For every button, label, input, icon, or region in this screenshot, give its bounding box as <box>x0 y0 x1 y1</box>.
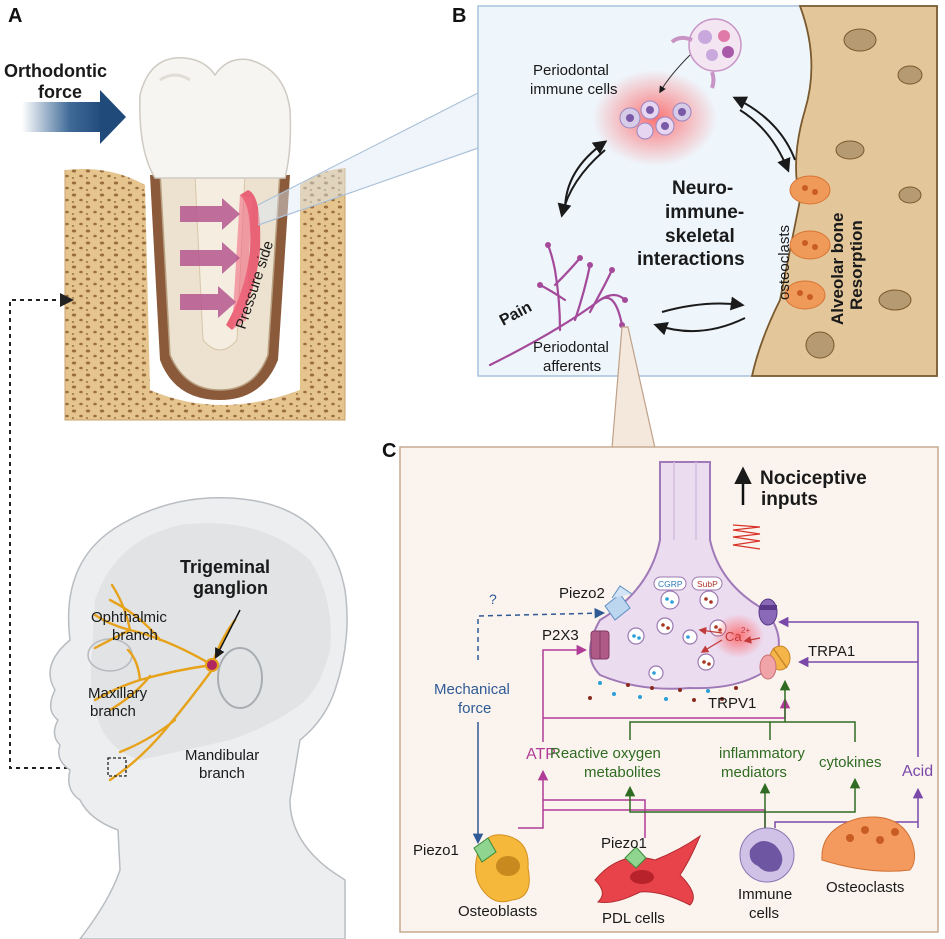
p2x3-label: P2X3 <box>542 627 579 644</box>
trpa1-label: TRPA1 <box>808 643 855 660</box>
blood-vessel-cells <box>659 18 742 94</box>
atp-label: ATP <box>526 746 556 763</box>
center-label-line3: skeletal <box>665 226 735 247</box>
mandibular-zoom-box <box>107 757 127 777</box>
ganglion-label-line1: Trigeminal <box>180 557 270 577</box>
immune-cells-label-line1: Immune <box>738 886 792 903</box>
piezo2-channel <box>604 585 633 621</box>
connector-arrowhead <box>60 293 74 307</box>
immune-cells-label-line2: cells <box>749 905 779 922</box>
mechanical-piezo2-dashed-arrow <box>477 607 606 660</box>
alveolar-bone-block <box>64 168 346 421</box>
immune-label-line2: immune cells <box>530 81 618 98</box>
question-mark: ? <box>489 591 497 607</box>
afferents-label-line2: afferents <box>543 358 601 375</box>
subp-badge <box>691 576 723 591</box>
force-label-line1: Orthodontic <box>4 61 107 81</box>
osteoclasts-b <box>784 175 831 310</box>
maxillary-label-line2: branch <box>90 703 136 720</box>
mandibular-label-line2: branch <box>199 765 245 782</box>
osteoblast-cell <box>473 834 530 903</box>
inflammatory-label-line1: inflammatory <box>719 745 805 762</box>
periodontal-immune-cells <box>619 100 692 140</box>
calcium-arrows <box>698 626 761 653</box>
cytokines-label: cytokines <box>819 754 882 771</box>
calcium-charge: 2+ <box>741 626 750 635</box>
osteoblasts-label: Osteoblasts <box>458 903 537 920</box>
immune-cell <box>739 827 795 883</box>
trpv1-label: TRPV1 <box>708 695 756 712</box>
zoom-lines-a-to-b <box>257 92 479 226</box>
trpa1-channel <box>758 598 778 626</box>
cgrp-badge <box>653 576 687 591</box>
mandibular-label-line1: Mandibular <box>185 747 259 764</box>
interaction-cycle-arrows <box>557 96 796 336</box>
ganglion-label-line2: ganglion <box>193 578 268 598</box>
p2x3-channel <box>590 630 610 660</box>
inflammatory-label-line2: mediators <box>721 764 787 781</box>
center-label-line2: immune- <box>665 202 744 223</box>
maxillary-label-line1: Maxillary <box>88 685 148 702</box>
piezo1-label-osteoblast: Piezo1 <box>413 842 459 859</box>
ophthalmic-label-line1: Ophthalmic <box>91 609 167 626</box>
resorption-label-line1: Alveolar bone <box>828 213 847 325</box>
resorption-label-line2: Resorption <box>847 220 866 310</box>
panel-c-letter: C <box>382 440 396 462</box>
tooth-illustration <box>139 57 292 400</box>
piezo2-label: Piezo2 <box>559 585 605 602</box>
acid-label: Acid <box>902 763 933 780</box>
released-molecules <box>588 681 738 702</box>
panel-a-letter: A <box>8 5 22 27</box>
orthodontic-force-arrow <box>22 90 126 144</box>
pressure-side-zone <box>226 190 261 330</box>
trpv1-channel <box>759 645 791 680</box>
piezo1-label-pdl: Piezo1 <box>601 835 647 852</box>
immune-label-line1: Periodontal <box>533 62 609 79</box>
cgrp-label: CGRP <box>658 579 683 589</box>
osteoclast-cell <box>821 816 916 872</box>
ros-label-line2: metabolites <box>584 764 661 781</box>
ros-label-line1: Reactive oxygen <box>550 745 661 762</box>
pdl-cell <box>594 834 702 906</box>
trigeminal-ganglion-node <box>205 658 219 672</box>
mechanical-label-line1: Mechanical <box>434 681 510 698</box>
periodontal-afferents-nerve <box>488 243 627 367</box>
calcium-glow <box>712 614 764 658</box>
calcium-label: Ca <box>725 629 742 644</box>
ophthalmic-label-line2: branch <box>112 627 158 644</box>
pdl-cells-label: PDL cells <box>602 910 665 927</box>
action-potential-icon <box>732 524 761 550</box>
mechanical-label-line2: force <box>458 700 491 717</box>
panel-b-letter: B <box>452 5 466 27</box>
axon-lines <box>673 462 697 540</box>
force-label-line2: force <box>38 82 82 102</box>
center-label-line1: Neuro- <box>672 178 733 199</box>
subp-label: SubP <box>697 579 718 589</box>
nociceptive-label-line1: Nociceptive <box>760 468 867 489</box>
osteoclasts-label: osteoclasts <box>776 225 793 300</box>
afferents-label-line1: Periodontal <box>533 339 609 356</box>
ganglion-pointer-arrow <box>215 609 241 659</box>
mediator-pathway-arrows <box>624 679 861 838</box>
nociceptive-label-line2: inputs <box>761 489 818 510</box>
osteoclasts-c-label: Osteoclasts <box>826 879 904 896</box>
center-label-line4: interactions <box>637 249 745 270</box>
dashed-connector <box>9 299 108 769</box>
pressure-arrows <box>180 198 240 318</box>
